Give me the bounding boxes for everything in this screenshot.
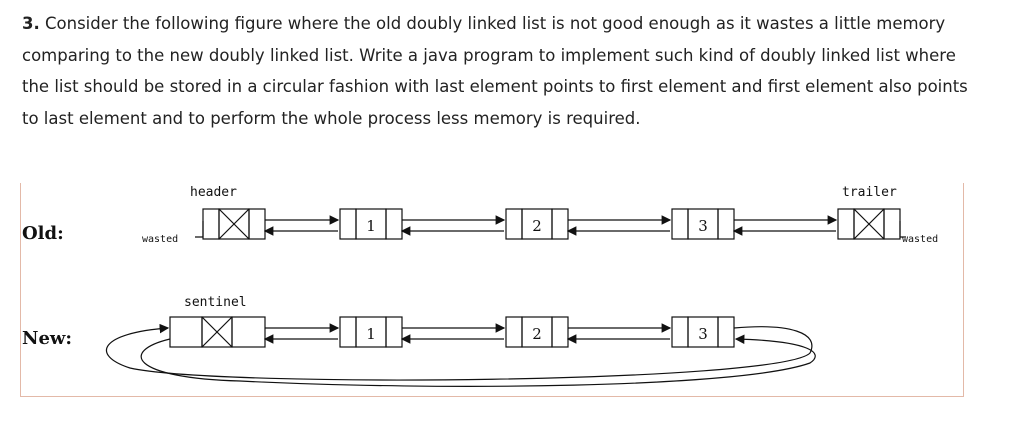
new-node-1-value: 1	[366, 325, 376, 343]
header-label: header	[190, 185, 237, 200]
old-links	[263, 215, 838, 236]
new-node-3	[671, 316, 735, 348]
old-node-2	[505, 208, 569, 240]
question-body: Consider the following figure where the …	[22, 14, 968, 128]
linked-list-figure: Old: New: header trailer wasted 1	[20, 183, 964, 397]
new-node-1	[339, 316, 403, 348]
wasted-right-pointer	[899, 221, 906, 238]
figure-frame-right	[963, 183, 964, 397]
question-text: 3. Consider the following figure where t…	[22, 8, 982, 134]
new-node-3-value: 3	[698, 325, 708, 343]
sentinel-label: sentinel	[184, 295, 247, 310]
new-row-label: New:	[22, 328, 73, 349]
wasted-left-label: wasted	[142, 234, 178, 245]
figure-frame-bottom	[20, 396, 964, 397]
diagram-svg: header trailer wasted 1 2	[106, 185, 938, 387]
header-node	[202, 208, 266, 240]
trailer-node	[837, 208, 901, 240]
wasted-right-label: wasted	[902, 234, 938, 245]
sentinel-node	[169, 316, 266, 348]
trailer-label: trailer	[842, 185, 897, 200]
old-row-label: Old:	[22, 223, 64, 244]
old-node-3-value: 3	[698, 217, 708, 235]
new-links	[263, 323, 672, 344]
old-node-3	[671, 208, 735, 240]
circular-links	[106, 323, 816, 387]
old-node-2-value: 2	[532, 217, 542, 235]
old-node-1	[339, 208, 403, 240]
new-node-2	[505, 316, 569, 348]
old-node-1-value: 1	[366, 217, 376, 235]
new-node-2-value: 2	[532, 325, 542, 343]
wasted-left-pointer	[195, 221, 204, 238]
question-number: 3.	[22, 14, 40, 33]
figure-frame-left	[20, 183, 21, 397]
